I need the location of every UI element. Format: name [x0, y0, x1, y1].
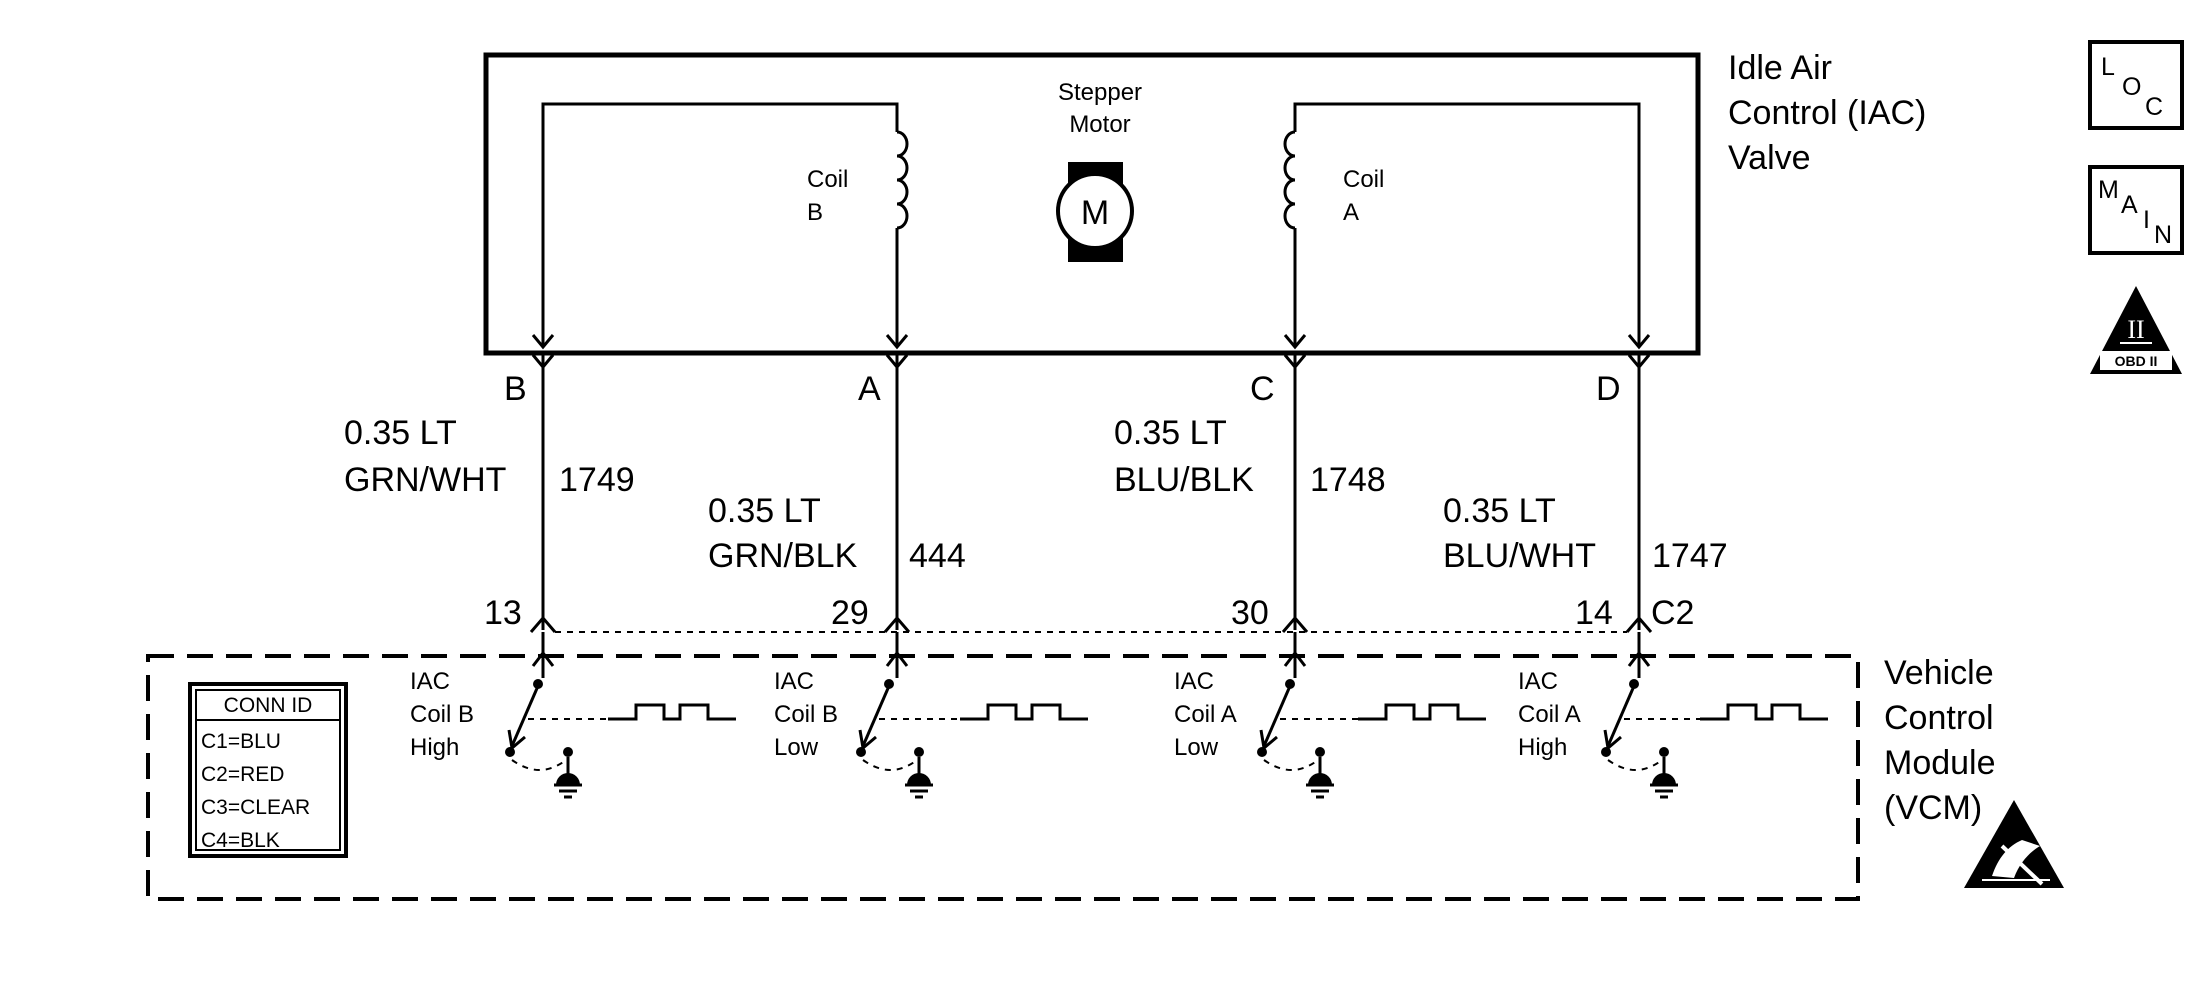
- conn-id-table: CONN ID C1=BLU C2=RED C3=CLEAR C4=BLK: [188, 682, 348, 858]
- coil-a-label-line-1: Coil: [1343, 166, 1384, 193]
- motor-icon: M: [1056, 162, 1134, 262]
- circuit-1749-number: 1749: [559, 461, 635, 499]
- driver-4-line-2: Coil A: [1518, 701, 1581, 728]
- circuit-1749-gauge: 0.35 LT: [344, 414, 457, 452]
- ground-icon: [1304, 755, 1336, 799]
- main-letter-i: I: [2143, 206, 2150, 234]
- pin-label-c: C: [1250, 370, 1275, 408]
- component-title-line-1: Idle Air: [1728, 49, 1832, 87]
- component-title-line-3: Valve: [1728, 139, 1811, 177]
- coil-a-wire: [1293, 102, 1641, 345]
- iac-valve-outline: [483, 52, 1701, 356]
- coil-a-label-line-2: A: [1343, 199, 1359, 226]
- driver-2-line-3: Low: [774, 734, 819, 761]
- conn-id-row: C3=CLEAR: [201, 796, 310, 819]
- obd-numeral: II: [2127, 315, 2144, 344]
- iac-valve: M Stepper Motor Coil B Coil A: [483, 52, 1701, 356]
- driver-1-line-1: IAC: [410, 668, 450, 695]
- driver-1-line-3: High: [410, 734, 459, 761]
- main-letter-n: N: [2154, 221, 2172, 249]
- loc-letter-c: C: [2145, 93, 2163, 121]
- loc-letter-o: O: [2122, 73, 2141, 101]
- conn-id-header: CONN ID: [224, 694, 313, 717]
- coil-b-label-line-1: Coil: [807, 166, 848, 193]
- esd-warning-icon: [1964, 800, 2064, 888]
- obd-ii-icon: II OBD II: [2090, 286, 2182, 374]
- driver-coil-b-high: IAC Coil B High: [410, 632, 736, 799]
- vcm-module: CONN ID C1=BLU C2=RED C3=CLEAR C4=BLK IA…: [146, 632, 1860, 901]
- driver-4-line-1: IAC: [1518, 668, 1558, 695]
- vcm-outline: [146, 654, 1860, 901]
- driver-3-line-2: Coil A: [1174, 701, 1237, 728]
- circuit-1747-color: BLU/WHT: [1443, 537, 1596, 575]
- coil-icon: [896, 130, 909, 230]
- vcm-title-line-2: Control: [1884, 699, 1994, 737]
- pin-label-b: B: [504, 370, 527, 408]
- terminal-14: 14: [1575, 594, 1613, 632]
- driver-coil-a-low: IAC Coil A Low: [1174, 632, 1486, 799]
- connector-c2-label: C2: [1651, 594, 1694, 632]
- vcm-title-line-4: (VCM): [1884, 789, 1982, 827]
- driver-coil-b-low: IAC Coil B Low: [774, 632, 1088, 799]
- ground-icon: [903, 755, 935, 799]
- pin-label-a: A: [858, 370, 881, 408]
- conn-id-row: C2=RED: [201, 763, 284, 786]
- circuit-1748-number: 1748: [1310, 461, 1386, 499]
- obd-caption: OBD II: [2115, 353, 2158, 369]
- circuit-1748-gauge: 0.35 LT: [1114, 414, 1227, 452]
- driver-3-line-1: IAC: [1174, 668, 1214, 695]
- motor-label-line-1: Stepper: [1058, 79, 1142, 106]
- driver-2-line-2: Coil B: [774, 701, 838, 728]
- terminal-30: 30: [1231, 594, 1269, 632]
- main-icon: M A I N: [2088, 165, 2184, 255]
- circuit-444-gauge: 0.35 LT: [708, 492, 821, 530]
- driver-2-line-1: IAC: [774, 668, 814, 695]
- ground-icon: [552, 755, 584, 799]
- component-title-line-2: Control (IAC): [1728, 94, 1926, 132]
- circuit-444-number: 444: [909, 537, 966, 575]
- terminal-29: 29: [831, 594, 869, 632]
- circuit-1748-color: BLU/BLK: [1114, 461, 1254, 499]
- circuit-1749-color: GRN/WHT: [344, 461, 506, 499]
- coil-b-wire: [541, 102, 899, 345]
- circuit-1747-number: 1747: [1652, 537, 1728, 575]
- motor-symbol: M: [1081, 194, 1109, 232]
- main-letter-m: M: [2098, 176, 2119, 204]
- terminal-13: 13: [484, 594, 522, 632]
- vcm-title-line-3: Module: [1884, 744, 1996, 782]
- loc-letter-l: L: [2101, 53, 2115, 81]
- conn-id-row: C1=BLU: [201, 730, 281, 753]
- pin-label-d: D: [1596, 370, 1621, 408]
- motor-label-line-2: Motor: [1069, 111, 1130, 138]
- main-letter-a: A: [2121, 191, 2138, 219]
- conn-id-row: C4=BLK: [201, 829, 280, 852]
- loc-icon: L O C: [2088, 40, 2184, 130]
- harness-wires: [529, 353, 1653, 633]
- vcm-title-line-1: Vehicle: [1884, 654, 1994, 692]
- driver-4-line-3: High: [1518, 734, 1567, 761]
- driver-3-line-3: Low: [1174, 734, 1219, 761]
- coil-b-label-line-2: B: [807, 199, 823, 226]
- circuit-1747-gauge: 0.35 LT: [1443, 492, 1556, 530]
- driver-1-line-2: Coil B: [410, 701, 474, 728]
- driver-coil-a-high: IAC Coil A High: [1518, 632, 1828, 799]
- ground-icon: [1648, 755, 1680, 799]
- coil-icon: [1283, 130, 1296, 230]
- circuit-444-color: GRN/BLK: [708, 537, 858, 575]
